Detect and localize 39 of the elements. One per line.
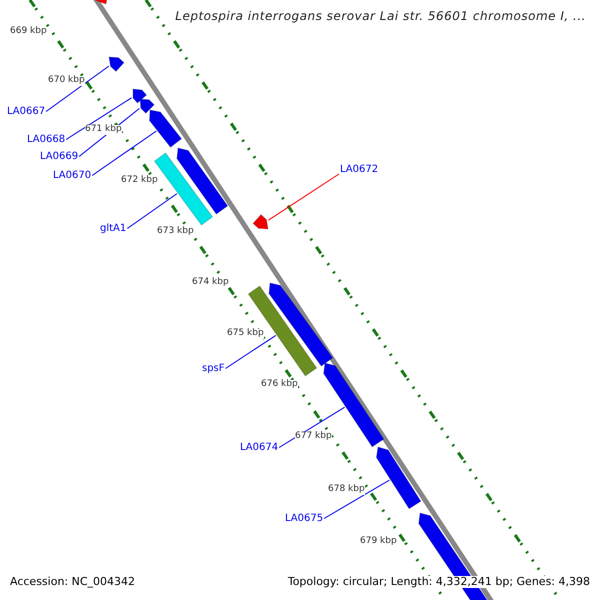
leader-line bbox=[324, 480, 390, 519]
gene-block bbox=[108, 56, 125, 72]
gene-block bbox=[132, 88, 148, 104]
gene-block bbox=[149, 109, 182, 148]
position-label: 676 kbp bbox=[261, 380, 298, 390]
gene-label: LA0670 bbox=[53, 170, 92, 181]
gene-label: LA0672 bbox=[340, 164, 378, 175]
leader-line bbox=[225, 334, 276, 369]
position-label: 678 kbp bbox=[328, 485, 365, 495]
position-label: 671 kbp bbox=[85, 125, 122, 135]
gene-label: LA0668 bbox=[27, 134, 66, 145]
gene-block bbox=[252, 214, 269, 230]
position-label: 670 kbp bbox=[48, 76, 85, 86]
position-label: 679 kbp bbox=[360, 537, 397, 547]
chromosome-title: Leptospira interrogans serovar Lai str. 56601 chromosome I, ... bbox=[175, 10, 586, 24]
leader-line bbox=[278, 406, 346, 448]
position-label: 674 kbp bbox=[192, 278, 229, 288]
gene-bar bbox=[248, 285, 318, 377]
leader-line bbox=[46, 66, 110, 112]
position-label: 675 kbp bbox=[227, 329, 264, 339]
position-label: 672 kbp bbox=[121, 176, 158, 186]
gene-block bbox=[176, 147, 228, 215]
gene-label: LA0674 bbox=[240, 442, 278, 453]
gene-block bbox=[268, 282, 334, 367]
accession-text: Accession: NC_004342 bbox=[10, 576, 136, 588]
gene-label: LA0667 bbox=[7, 106, 46, 117]
position-label: 669 kbp bbox=[10, 27, 47, 37]
leader-line bbox=[126, 193, 178, 229]
gene-label: gltA1 bbox=[100, 223, 126, 234]
gene-block bbox=[376, 446, 422, 510]
leader-line bbox=[268, 174, 340, 221]
gene-block bbox=[139, 98, 155, 114]
leader-line bbox=[66, 97, 132, 140]
gene-label: LA0669 bbox=[40, 151, 78, 162]
gene-label: LA0675 bbox=[285, 513, 324, 524]
leader-line bbox=[92, 130, 157, 176]
position-label: 673 kbp bbox=[157, 227, 194, 237]
position-label: 677 kbp bbox=[295, 432, 332, 442]
gene-label: spsF bbox=[202, 363, 225, 374]
